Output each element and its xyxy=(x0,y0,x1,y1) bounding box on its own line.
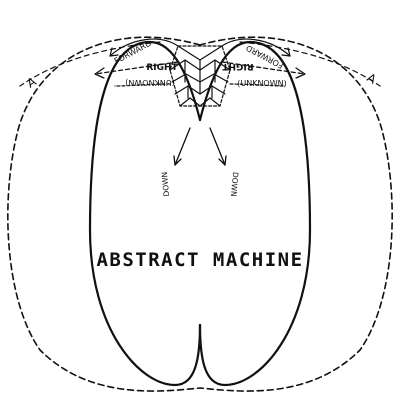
outer-a-arrows xyxy=(19,41,381,87)
forward-arrows xyxy=(94,61,306,79)
forward-arrow-right xyxy=(221,61,306,75)
right-lobe xyxy=(198,40,312,387)
down-label-left: DOWN xyxy=(160,172,171,197)
down-label-right: DOWN xyxy=(229,172,240,197)
left-lobe xyxy=(88,40,202,387)
right-label-right: RIGHT xyxy=(221,61,253,71)
down-arrows xyxy=(173,127,227,166)
forward-arrowhead-left xyxy=(94,67,105,79)
diagram-title: ABSTRACT MACHINE xyxy=(96,249,303,271)
forward-arrow-left xyxy=(94,61,179,75)
outer-dashed-envelope xyxy=(7,36,393,392)
central-lattice xyxy=(169,45,231,107)
right-label-left: RIGHT xyxy=(146,63,178,73)
a-label-left: A xyxy=(25,74,40,91)
down-arrowhead-right xyxy=(218,155,227,166)
label-arcs xyxy=(109,38,291,87)
down-arrow-left xyxy=(174,127,191,166)
unknown-label-left: (UNKNOWN) xyxy=(125,78,175,87)
unknown-label-right: (UNKNOWN) xyxy=(237,79,287,88)
forward-arrowhead-right xyxy=(295,67,306,79)
down-arrowhead-left xyxy=(173,155,182,166)
down-arrow-right xyxy=(209,127,226,166)
